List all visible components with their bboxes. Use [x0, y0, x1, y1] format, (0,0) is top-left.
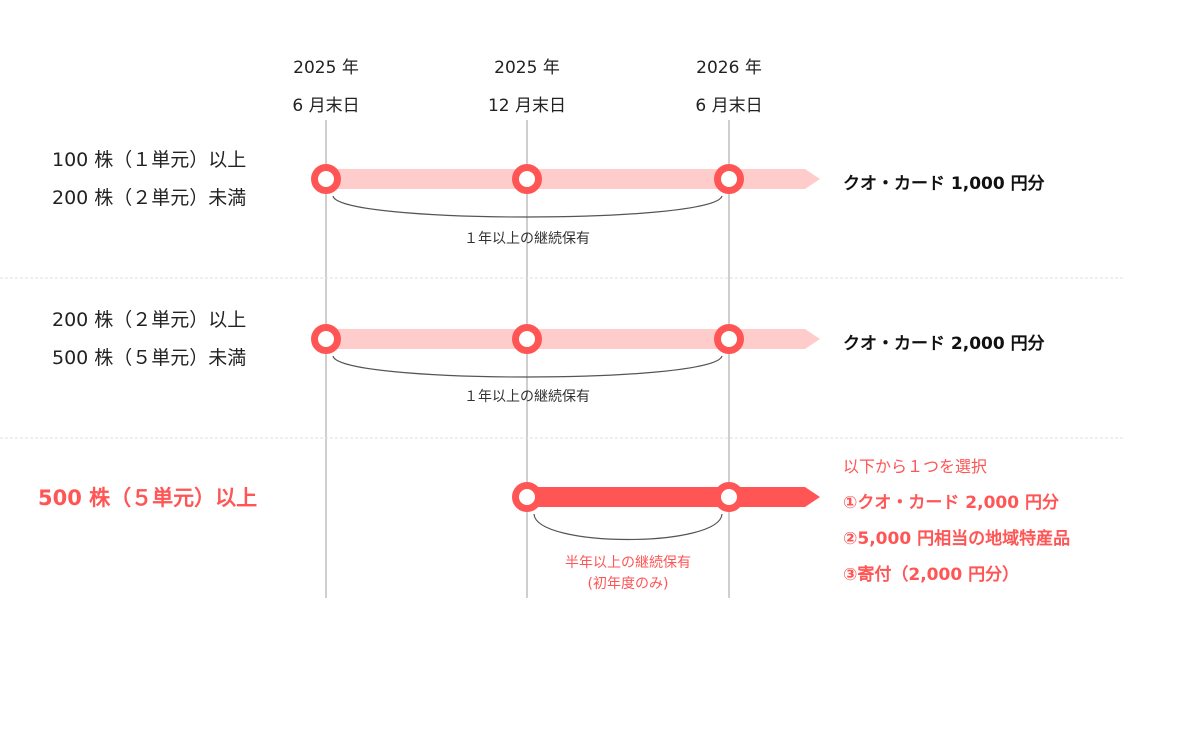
row2-holding-arrow: [326, 329, 820, 349]
row1-condition: 100 株（１単元）以上 200 株（２単元）未満: [52, 141, 246, 217]
row2-condition: 200 株（２単元）以上 500 株（５単元）未満: [52, 301, 246, 377]
row2-reward: クオ・カード 2,000 円分: [843, 334, 1045, 354]
row1-point-start: [311, 164, 341, 194]
condition-line: 200 株（２単元）未満: [52, 187, 247, 209]
option-donation: ③寄付（2,000 円分）: [843, 565, 1020, 585]
caption-line: (初年度のみ): [587, 576, 669, 592]
row2-holding-caption: １年以上の継続保有: [464, 389, 590, 405]
condition-line: 200 株（２単元）以上: [52, 309, 247, 331]
date-year: 2025 年: [494, 58, 560, 78]
condition-line: 500 株（５単元）未満: [52, 347, 247, 369]
row3-holding-caption: 半年以上の継続保有 (初年度のみ): [528, 553, 728, 595]
option-local-specialty: ②5,000 円相当の地域特産品: [843, 529, 1071, 549]
date-day: 6 月末日: [292, 96, 360, 116]
date-header-2: 2025 年 12 月末日: [457, 49, 597, 125]
row1-point-end: [714, 164, 744, 194]
row3-holding-brace: [533, 513, 723, 541]
date-header-3: 2026 年 6 月末日: [659, 49, 799, 125]
row2-point-end: [714, 324, 744, 354]
row3-reward-options: 以下から１つを選択 ①クオ・カード 2,000 円分 ②5,000 円相当の地域…: [843, 449, 1070, 593]
condition-line: 100 株（１単元）以上: [52, 149, 247, 171]
caption-line: 半年以上の継続保有: [565, 555, 691, 571]
date-day: 6 月末日: [695, 96, 763, 116]
date-day: 12 月末日: [487, 96, 567, 116]
row1-point-mid: [512, 164, 542, 194]
row2-point-start: [311, 324, 341, 354]
row3-holding-arrow: [527, 487, 820, 507]
row3-point-start: [512, 482, 542, 512]
options-title: 以下から１つを選択: [843, 457, 988, 476]
row1-holding-caption: １年以上の継続保有: [464, 231, 590, 247]
row2-holding-brace: [332, 355, 723, 378]
date-year: 2025 年: [293, 58, 359, 78]
option-quo-card: ①クオ・カード 2,000 円分: [843, 493, 1060, 513]
row3-condition: 500 株（５単元）以上: [38, 486, 258, 510]
date-year: 2026 年: [696, 58, 762, 78]
row3-point-end: [714, 482, 744, 512]
date-header-1: 2025 年 6 月末日: [256, 49, 396, 125]
row2-point-mid: [512, 324, 542, 354]
row1-reward: クオ・カード 1,000 円分: [843, 174, 1045, 194]
row1-holding-arrow: [326, 169, 820, 189]
row1-holding-brace: [332, 195, 723, 218]
